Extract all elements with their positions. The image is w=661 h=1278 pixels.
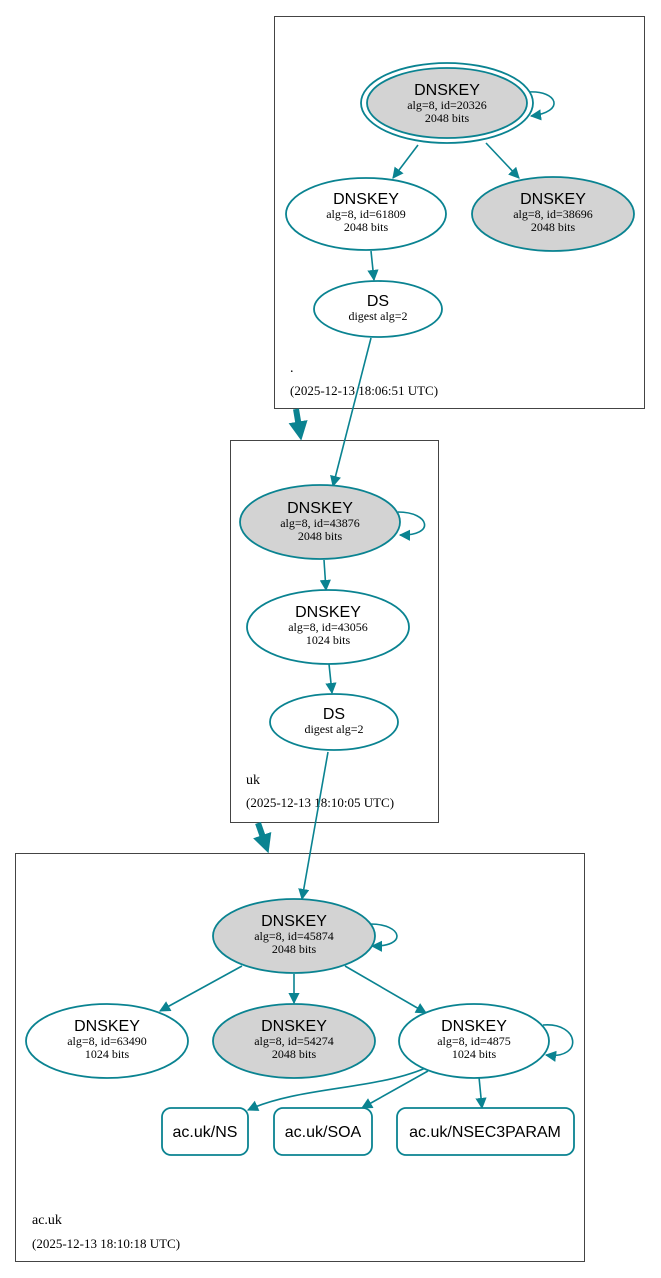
node-title: DS: [323, 706, 345, 723]
zone-acuk-timestamp: (2025-12-13 18:10:18 UTC): [32, 1236, 180, 1251]
rrset-ac-uk-soa: ac.uk/SOA: [273, 1107, 373, 1156]
edge-ac-ksk-zsk2: [344, 965, 427, 1014]
zone-acuk-name: ac.uk: [32, 1213, 62, 1228]
node-ac-ksk-54274: DNSKEY alg=8, id=54274 2048 bits: [212, 1003, 376, 1079]
node-alg-id: alg=8, id=63490: [67, 1034, 147, 1048]
delegation-arrow-uk-acuk: [253, 822, 272, 854]
node-root-zsk-61809: DNSKEY alg=8, id=61809 2048 bits: [285, 177, 447, 251]
edge-ac-zsk2-soa: [361, 1070, 429, 1109]
edge-ac-zsk2-ns: [246, 1065, 431, 1111]
node-alg-id: alg=8, id=38696: [513, 207, 593, 221]
node-bits: 2048 bits: [344, 220, 389, 234]
edge-ac-zsk2-self: [542, 1024, 574, 1062]
node-digest: digest alg=2: [348, 309, 407, 323]
node-alg-id: alg=8, id=45874: [254, 929, 334, 943]
delegation-arrow-root-uk: [288, 408, 308, 441]
node-bits: 2048 bits: [272, 942, 317, 956]
node-title: DNSKEY: [287, 500, 353, 517]
node-title: DNSKEY: [261, 1018, 327, 1035]
edge-root-ds-uk-ksk: [330, 337, 372, 488]
node-title: DNSKEY: [520, 191, 586, 208]
node-title: DS: [367, 293, 389, 310]
node-title: DNSKEY: [74, 1018, 140, 1035]
node-alg-id: alg=8, id=4875: [437, 1034, 511, 1048]
node-title: DNSKEY: [261, 913, 327, 930]
rrset-ac-uk-nsec3param: ac.uk/NSEC3PARAM: [396, 1107, 575, 1156]
rrset-label: ac.uk/SOA: [285, 1124, 362, 1141]
node-ac-zsk-4875: DNSKEY alg=8, id=4875 1024 bits: [398, 1003, 550, 1079]
node-bits: 2048 bits: [531, 220, 576, 234]
node-ac-zsk-63490: DNSKEY alg=8, id=63490 1024 bits: [25, 1003, 189, 1079]
zone-root-timestamp: (2025-12-13 18:06:51 UTC): [290, 383, 438, 398]
edge-root-ksk-zsk: [392, 144, 419, 179]
edge-root-zsk-ds: [367, 250, 379, 282]
edge-ac-ksk-zsk1: [159, 965, 243, 1012]
zone-root-box: [274, 16, 645, 409]
node-alg-id: alg=8, id=54274: [254, 1034, 334, 1048]
zone-uk-timestamp: (2025-12-13 18:10:05 UTC): [246, 795, 394, 810]
zone-root-name: .: [290, 361, 294, 376]
node-title: DNSKEY: [295, 604, 361, 621]
edge-uk-zsk-ds: [325, 663, 337, 695]
edge-ac-zsk2-nsec3param: [475, 1076, 487, 1110]
node-bits: 1024 bits: [85, 1047, 130, 1061]
node-bits: 2048 bits: [298, 529, 343, 543]
rrset-label: ac.uk/NS: [173, 1124, 238, 1141]
node-bits: 2048 bits: [425, 111, 470, 125]
node-alg-id: alg=8, id=43876: [280, 516, 360, 530]
node-bits: 2048 bits: [272, 1047, 317, 1061]
edge-root-ksk-ksk2: [485, 142, 520, 179]
node-alg-id: alg=8, id=20326: [407, 98, 487, 112]
node-bits: 1024 bits: [452, 1047, 497, 1061]
zone-acuk-box: [15, 853, 585, 1262]
node-ac-ksk-45874: DNSKEY alg=8, id=45874 2048 bits: [212, 898, 376, 974]
node-uk-ksk-43876: DNSKEY alg=8, id=43876 2048 bits: [239, 484, 401, 560]
node-title: DNSKEY: [333, 191, 399, 208]
edge-ac-ksk-self: [369, 923, 398, 952]
rrset-ac-uk-ns: ac.uk/NS: [161, 1107, 249, 1156]
edge-uk-ksk-zsk: [319, 559, 331, 592]
node-alg-id: alg=8, id=43056: [288, 620, 368, 634]
node-root-ds: DS digest alg=2: [313, 280, 443, 338]
edge-uk-ksk-self: [397, 511, 426, 541]
node-title: DNSKEY: [441, 1018, 507, 1035]
node-uk-zsk-43056: DNSKEY alg=8, id=43056 1024 bits: [246, 589, 410, 665]
edge-uk-ds-ac-ksk: [298, 751, 329, 901]
node-title: DNSKEY: [414, 82, 480, 99]
node-digest: digest alg=2: [304, 722, 363, 736]
zone-uk-box: [230, 440, 439, 823]
node-root-ksk-38696: DNSKEY alg=8, id=38696 2048 bits: [471, 176, 635, 252]
rrset-label: ac.uk/NSEC3PARAM: [409, 1124, 561, 1141]
node-alg-id: alg=8, id=61809: [326, 207, 406, 221]
edge-root-ksk-self: [527, 91, 555, 121]
node-uk-ds: DS digest alg=2: [269, 693, 399, 751]
node-bits: 1024 bits: [306, 633, 351, 647]
zone-uk-name: uk: [246, 773, 260, 788]
node-root-ksk-20326: DNSKEY alg=8, id=20326 2048 bits: [360, 62, 534, 144]
